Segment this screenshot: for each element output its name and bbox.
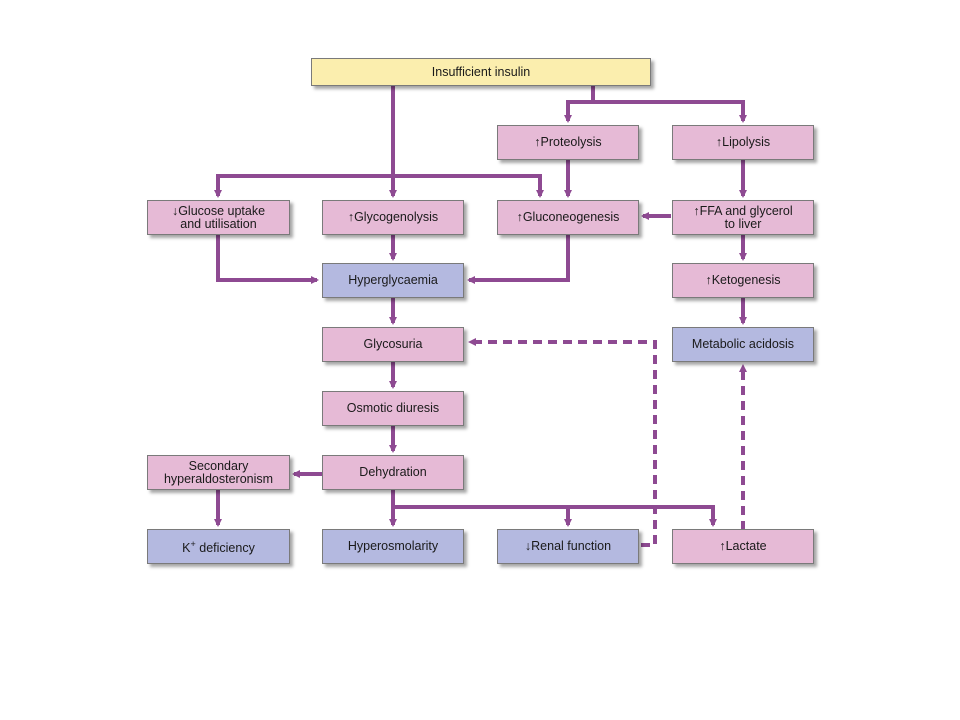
- node-ffa-glycerol: ↑FFA and glycerol to liver: [672, 200, 814, 235]
- node-label: ↑Lactate: [719, 539, 767, 553]
- node-renal-function: ↓Renal function: [497, 529, 639, 564]
- arrow-to-gluconeogenesis: [393, 174, 544, 198]
- dashed-arrow-renal-to-glycosuria: [468, 338, 657, 547]
- k-superscript: +: [190, 538, 196, 549]
- node-proteolysis: ↑Proteolysis: [497, 125, 639, 160]
- node-glucose-uptake: ↓Glucose uptake and utilisation: [147, 200, 290, 235]
- k-symbol: K: [182, 541, 191, 556]
- node-label: Hyperosmolarity: [347, 539, 439, 553]
- node-secondary-hyperaldosteronism: Secondary hyperaldosteronism: [147, 455, 290, 490]
- node-label: Insufficient insulin: [431, 64, 531, 79]
- node-label: Osmotic diuresis: [346, 401, 440, 415]
- node-insufficient-insulin: Insufficient insulin: [311, 58, 651, 86]
- node-label: K+ deficiency: [182, 538, 255, 555]
- node-gluconeogenesis: ↑Gluconeogenesis: [497, 200, 639, 235]
- node-hyperosmolarity: Hyperosmolarity: [322, 529, 464, 564]
- node-label: ↑Gluconeogenesis: [516, 210, 620, 224]
- arrow-uptake-to-hyperglycaemia: [216, 235, 319, 284]
- node-label: ↑Proteolysis: [534, 135, 602, 149]
- node-label: ↓Glucose uptake and utilisation: [171, 203, 266, 231]
- node-lactate: ↑Lactate: [672, 529, 814, 564]
- node-label: ↓Renal function: [524, 539, 612, 553]
- node-ketogenesis: ↑Ketogenesis: [672, 263, 814, 298]
- node-label: ↑Ketogenesis: [705, 273, 781, 287]
- k-rest: deficiency: [195, 541, 255, 556]
- arrow-gluconeogenesis-to-hyperglycaemia: [467, 235, 570, 284]
- node-label: Dehydration: [359, 465, 427, 479]
- arrow-to-glucose-uptake: [214, 174, 393, 198]
- node-label: Metabolic acidosis: [691, 337, 795, 351]
- node-dehydration: Dehydration: [322, 455, 464, 490]
- node-label: Hyperglycaemia: [348, 273, 438, 287]
- arrow-dehydration-to-lactate: [568, 505, 717, 527]
- node-k-deficiency: K+ deficiency: [147, 529, 290, 564]
- arrow-to-lipolysis: [593, 100, 747, 123]
- node-glycogenolysis: ↑Glycogenolysis: [322, 200, 464, 235]
- node-label: Secondary hyperaldosteronism: [163, 458, 274, 486]
- node-lipolysis: ↑Lipolysis: [672, 125, 814, 160]
- node-metabolic-acidosis: Metabolic acidosis: [672, 327, 814, 362]
- node-label: ↑Lipolysis: [715, 135, 771, 149]
- node-label: ↑Glycogenolysis: [347, 210, 439, 224]
- arrow-to-proteolysis: [564, 86, 595, 123]
- node-label: Glycosuria: [363, 337, 423, 351]
- arrow-dehydration-to-renal: [393, 505, 572, 527]
- node-hyperglycaemia: Hyperglycaemia: [322, 263, 464, 298]
- node-osmotic-diuresis: Osmotic diuresis: [322, 391, 464, 426]
- node-label: ↑FFA and glycerol to liver: [693, 203, 793, 231]
- node-glycosuria: Glycosuria: [322, 327, 464, 362]
